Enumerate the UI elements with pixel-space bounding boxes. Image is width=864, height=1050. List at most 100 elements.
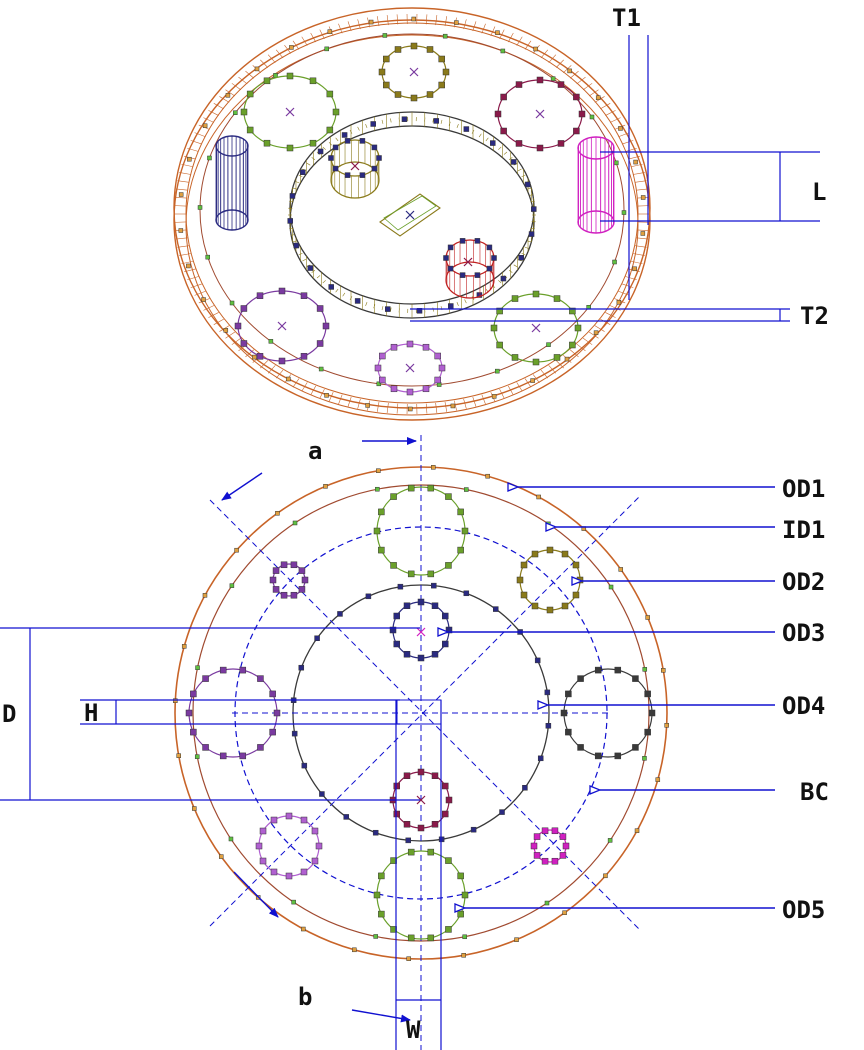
outer-rim-wall-tick xyxy=(177,245,190,248)
id1-node xyxy=(194,754,200,759)
port-lower-center-node xyxy=(445,796,453,804)
inner-wall-tick xyxy=(390,118,392,123)
od1-node xyxy=(352,947,357,953)
od1-node xyxy=(218,854,224,859)
inner-wall-tick xyxy=(440,119,443,124)
port-lower-left-node xyxy=(259,827,267,835)
id1-node xyxy=(546,521,551,527)
port-od2-node xyxy=(561,550,569,558)
isometric-view: T1 L T2 xyxy=(173,4,829,421)
outer-rim-wall-tick xyxy=(540,369,549,379)
inner-wall-top xyxy=(289,111,535,305)
outer-rim-wall-tick xyxy=(338,394,343,405)
outer-rim-wall-tick xyxy=(231,83,242,91)
port-left-node xyxy=(257,744,264,751)
plate-face-node xyxy=(500,48,506,54)
w-label: W xyxy=(406,1016,421,1044)
od1-node xyxy=(603,873,608,879)
iso-cyl-upper-node xyxy=(359,138,366,144)
bc-label: BC xyxy=(800,778,829,806)
outer-rim-wall-tick xyxy=(190,283,202,288)
iso-port-upper-left-node xyxy=(332,108,340,116)
od1-node xyxy=(376,468,381,473)
od4-node xyxy=(319,791,325,797)
outer-rim-node xyxy=(186,263,191,269)
iso-port-upper-right-node xyxy=(494,110,502,118)
port-lower-center-node xyxy=(393,782,401,790)
od1-node xyxy=(406,956,411,961)
od1-node xyxy=(664,723,669,728)
iso-port-lower-left-node xyxy=(278,287,286,295)
outer-rim-node xyxy=(254,66,260,72)
inner-wall-tick xyxy=(517,168,522,172)
port-od4-right-node xyxy=(565,690,572,698)
iso-port-upper-right-node xyxy=(573,127,580,135)
port-lower-right-small-node xyxy=(562,842,570,850)
od4-circle xyxy=(292,584,550,842)
port-od2-node xyxy=(561,602,569,610)
port-od4-right-node xyxy=(644,728,651,736)
section-a-marker: a xyxy=(221,437,417,501)
inner-wall-node xyxy=(531,206,537,212)
iso-port-top-node xyxy=(394,46,402,53)
plate-face-node xyxy=(205,254,210,260)
iso-port-upper-left-node xyxy=(246,90,254,98)
iso-port-bottom-node xyxy=(379,352,386,360)
iso-port-lower-left-node xyxy=(322,322,330,330)
iso-port-lower-right-node xyxy=(553,295,561,302)
outer-rim-wall-tick xyxy=(301,36,308,46)
outer-rim-wall-tick xyxy=(396,403,399,414)
outer-rim-wall-tick xyxy=(582,83,593,91)
port-top-node xyxy=(407,484,415,492)
inner-wall-tick xyxy=(432,118,434,123)
outer-rim-wall-tick xyxy=(634,180,647,183)
outer-rim-wall-tick xyxy=(630,163,643,168)
id1-node xyxy=(229,583,235,588)
inner-wall-node xyxy=(500,275,507,282)
port-lower-left-node xyxy=(285,812,293,820)
port-left-node xyxy=(190,728,197,736)
port-od2-node xyxy=(572,561,580,569)
id1-node xyxy=(642,756,647,761)
outer-rim-wall-tick xyxy=(524,378,532,388)
port-od5-node xyxy=(373,891,381,899)
inner-wall-tick xyxy=(381,306,384,311)
od1-node xyxy=(562,910,567,916)
od1-node xyxy=(234,547,239,553)
iso-ports xyxy=(215,42,615,396)
inner-wall-tick xyxy=(381,119,384,124)
iso-port-upper-left-node xyxy=(240,108,248,116)
outer-rim-node xyxy=(178,228,184,233)
t2-label: T2 xyxy=(800,302,829,330)
iso-cyl-upper-mark xyxy=(350,161,360,171)
inner-wall-tick xyxy=(464,299,467,304)
outer-rim-wall-tick xyxy=(425,14,428,25)
outer-rim-wall-tick xyxy=(622,140,634,145)
port-lower-left-node xyxy=(270,816,278,824)
iso-port-lower-left-node xyxy=(256,353,264,360)
id1-node xyxy=(375,486,380,492)
h-label: H xyxy=(84,699,98,727)
inner-wall-tick xyxy=(342,292,346,297)
od1-node xyxy=(181,644,187,649)
od4-node xyxy=(545,723,552,729)
port-lower-center-node xyxy=(417,824,425,832)
port-upper-left-small-node xyxy=(280,561,288,569)
od4-node xyxy=(365,593,372,600)
port-od5-node xyxy=(378,872,385,880)
port-lower-right-small-node xyxy=(551,827,559,835)
outer-rim-wall-tick xyxy=(600,318,611,325)
iso-port-upper-right-node xyxy=(573,93,580,101)
outer-rim-wall-tick xyxy=(499,389,505,399)
inner-wall-node xyxy=(307,265,314,271)
outer-rim-wall-tick xyxy=(576,343,586,352)
outer-rim-wall-tick xyxy=(633,253,645,256)
port-od3-node xyxy=(403,602,411,610)
iso-plate-body xyxy=(173,7,651,421)
iso-port-top-node xyxy=(426,91,434,98)
outer-rim-node xyxy=(327,29,333,34)
port-lower-center-node xyxy=(441,782,449,790)
port-od4-right-node xyxy=(632,675,639,682)
d-label: D xyxy=(2,700,16,728)
od4-node xyxy=(470,826,477,833)
